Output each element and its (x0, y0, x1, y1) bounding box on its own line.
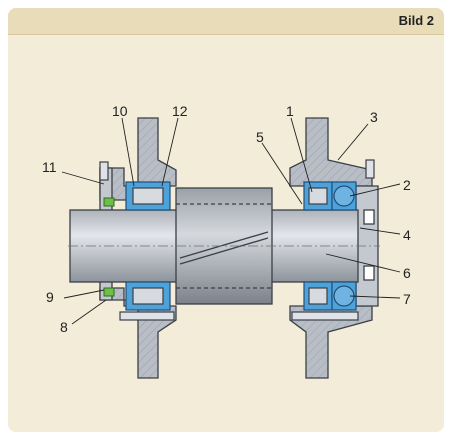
callout-2: 2 (403, 177, 411, 193)
figure-header: Bild 2 (8, 8, 444, 34)
right-roller-bearing (303, 181, 333, 311)
left-seal (103, 197, 115, 297)
callout-12: 12 (172, 103, 188, 119)
callout-7: 7 (403, 291, 411, 307)
figure-label: Bild 2 (398, 13, 434, 28)
callout-10: 10 (112, 103, 128, 119)
callout-8: 8 (60, 319, 68, 335)
callout-4: 4 (403, 227, 411, 243)
callout-11: 11 (42, 159, 57, 175)
header-divider (8, 34, 444, 35)
bolts (99, 159, 375, 321)
callout-labels: 10 12 11 1 5 3 2 4 6 7 9 8 (42, 103, 411, 335)
callout-6: 6 (403, 265, 411, 281)
callout-5: 5 (256, 129, 264, 145)
right-housing (289, 117, 379, 379)
leader-lines (61, 117, 401, 325)
callout-9: 9 (46, 289, 54, 305)
left-roller-bearing (125, 181, 171, 311)
callout-1: 1 (286, 103, 294, 119)
shaft (68, 187, 380, 305)
callout-3: 3 (370, 109, 378, 125)
